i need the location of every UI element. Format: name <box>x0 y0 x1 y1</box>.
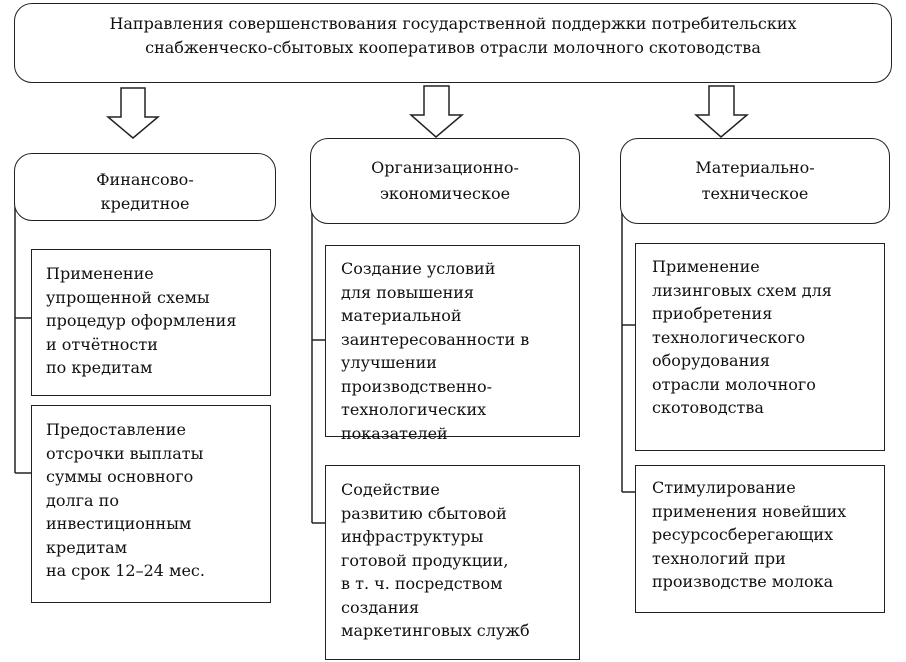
header-organizational: Организационно- экономическое <box>371 158 519 203</box>
item-financial-2: Предоставление отсрочки выплаты суммы ос… <box>46 420 205 580</box>
diagram-title: Направления совершенствования государств… <box>109 14 797 57</box>
item-box-organizational-1 <box>325 245 580 437</box>
item-organizational-1: Создание условий для повышения материаль… <box>341 259 530 443</box>
item-box-material-2 <box>635 465 885 613</box>
item-material-1: Применение лизинговых схем для приобрете… <box>652 257 832 417</box>
item-box-financial-1 <box>31 249 271 396</box>
item-box-material-1 <box>635 243 885 451</box>
item-organizational-2: Содействие развитию сбытовой инфраструкт… <box>341 480 530 640</box>
header-box-financial <box>14 153 276 221</box>
item-financial-1: Применение упрощенной схемы процедур офо… <box>46 264 237 377</box>
arrow-down-2 <box>409 85 465 138</box>
arrow-down-3 <box>694 85 750 138</box>
arrow-down-1 <box>105 87 161 139</box>
title-box <box>14 3 892 83</box>
item-box-organizational-2 <box>325 465 580 660</box>
header-box-material <box>620 138 890 224</box>
item-box-financial-2 <box>31 405 271 603</box>
header-box-organizational <box>310 138 580 224</box>
item-material-2: Стимулирование применения новейших ресур… <box>652 478 847 591</box>
header-material: Материально- техническое <box>695 158 815 203</box>
header-financial: Финансово- кредитное <box>96 170 194 213</box>
